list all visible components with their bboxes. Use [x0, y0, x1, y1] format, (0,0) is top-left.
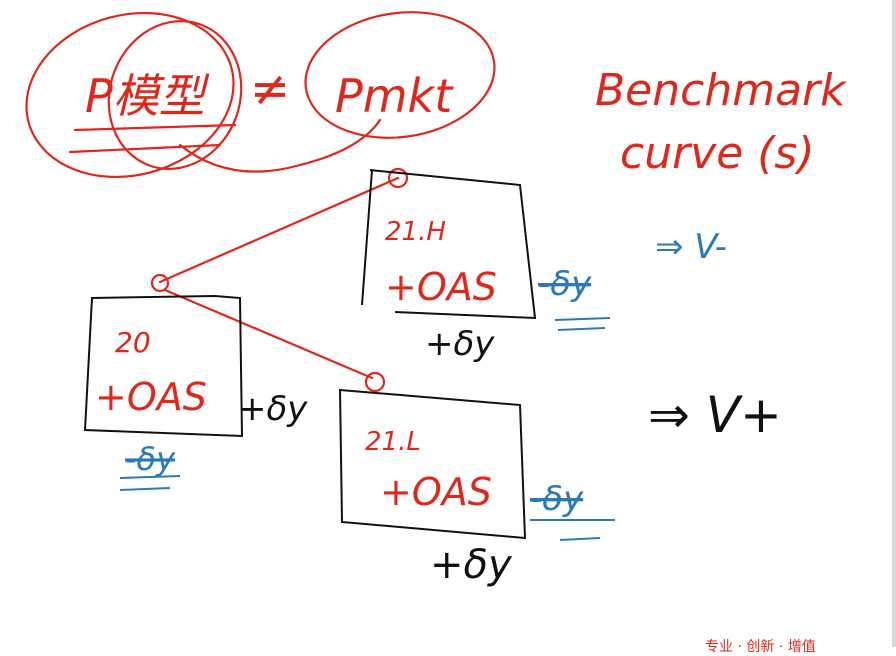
not-equal-sign: ≠ [250, 61, 290, 117]
node-root [150, 273, 170, 293]
node-down [364, 371, 386, 393]
circle-model-price [25, 11, 235, 179]
box-down [338, 388, 527, 540]
up-shift-down: -δy [538, 264, 592, 304]
benchmark-label: Benchmark [595, 65, 847, 116]
scrollbar[interactable] [892, 0, 896, 647]
down-shift-down: -δy [530, 479, 584, 519]
market-price-label: Pmkt [335, 69, 454, 123]
model-price-label: P模型 [85, 69, 210, 123]
box-root [83, 294, 244, 438]
footer-slogan: 专业 · 创新 · 增值 [705, 639, 816, 655]
down-oas: +OAS [380, 470, 492, 514]
connector-curve [178, 118, 382, 173]
value-down-label: ⇒ V- [655, 227, 727, 267]
blue-underline-root [119, 475, 181, 491]
node-up [387, 167, 409, 189]
tree-branch-up [158, 176, 400, 284]
up-shift-up: +δy [425, 324, 495, 364]
root-rate: 20 [115, 326, 151, 359]
root-oas: +OAS [95, 375, 207, 419]
up-rate: 21.H [385, 217, 446, 247]
up-oas: +OAS [385, 265, 497, 309]
down-shift-up: +δy [430, 542, 513, 588]
value-up-label: ⇒ V+ [648, 386, 782, 444]
root-shift-down: -δy [125, 440, 176, 478]
circle-model-inner [107, 19, 243, 171]
box-up [361, 169, 537, 320]
underline-model [68, 123, 237, 154]
blue-underline-down [530, 519, 615, 541]
circle-market-price [304, 11, 496, 139]
tree-branch-down [163, 288, 374, 380]
down-rate: 21.L [365, 427, 421, 457]
root-shift-up: +δy [238, 389, 308, 429]
blue-underline-up [554, 317, 611, 331]
curves-label: curve (s) [620, 128, 815, 179]
